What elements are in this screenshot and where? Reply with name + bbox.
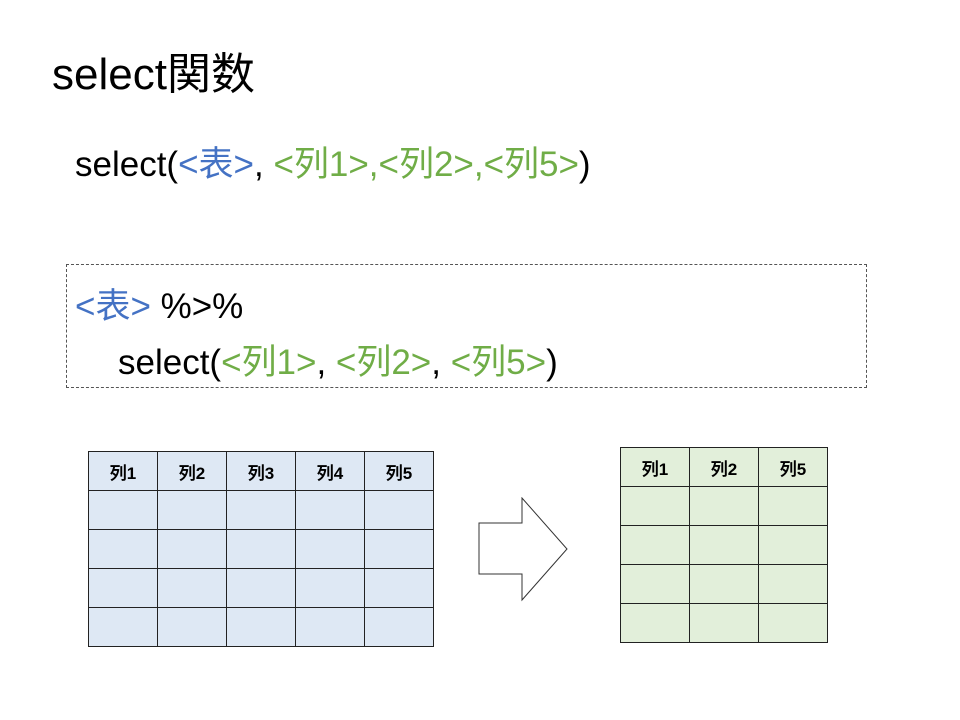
table-cell: [295, 607, 365, 647]
table-cell: [364, 607, 434, 647]
syntax-table: <表>: [178, 145, 254, 184]
pipe-line-2: select(<列1>, <列2>, <列5>): [118, 334, 558, 385]
syntax-sep: ,: [253, 145, 274, 184]
table-cell: [88, 490, 158, 530]
table-cell: [364, 568, 434, 608]
table-row: [620, 603, 828, 643]
column-header: 列4: [295, 451, 365, 491]
table-cell: [758, 603, 828, 643]
table-cell: [157, 529, 227, 569]
pipe-table: <表>: [75, 287, 151, 326]
table-row: [620, 486, 828, 526]
table-cell: [88, 529, 158, 569]
table-cell: [88, 607, 158, 647]
pipe-sep: ,: [431, 343, 451, 382]
table-row: [88, 568, 434, 608]
table-cell: [157, 568, 227, 608]
table-cell: [226, 568, 296, 608]
syntax-prefix: select(: [75, 145, 179, 184]
table-row: [88, 607, 434, 647]
table-cell: [620, 603, 690, 643]
right-arrow-icon: [478, 497, 568, 602]
table-cell: [758, 564, 828, 604]
table-cell: [226, 607, 296, 647]
pipe-col2: <列2>: [335, 343, 432, 382]
table-cell: [364, 529, 434, 569]
column-header: 列2: [157, 451, 227, 491]
column-header: 列3: [226, 451, 296, 491]
syntax-cols: <列1>,<列2>,<列5>: [273, 145, 579, 184]
pipe-col5: <列5>: [450, 343, 547, 382]
table-row: [88, 529, 434, 569]
table-cell: [620, 564, 690, 604]
pipe-sep: ,: [316, 343, 336, 382]
pipe-col1: <列1>: [221, 343, 317, 382]
column-header: 列5: [364, 451, 434, 491]
table-cell: [689, 525, 759, 565]
table-cell: [157, 607, 227, 647]
table-cell: [620, 525, 690, 565]
table-cell: [295, 568, 365, 608]
table-row: [88, 490, 434, 530]
table-cell: [364, 490, 434, 530]
table-cell: [758, 486, 828, 526]
table-cell: [689, 603, 759, 643]
column-header: 列1: [88, 451, 158, 491]
syntax-suffix: ): [578, 145, 591, 184]
column-header: 列1: [620, 447, 690, 487]
pipe-suffix: ): [546, 343, 558, 382]
table-cell: [157, 490, 227, 530]
pipe-code-box: [66, 264, 867, 388]
table-cell: [226, 490, 296, 530]
table-row: [620, 525, 828, 565]
pipe-call: select(: [118, 343, 222, 382]
pipe-line-1: <表> %>%: [75, 278, 243, 329]
page-title: select関数: [52, 50, 255, 99]
table-cell: [295, 529, 365, 569]
syntax-line: select(<表>, <列1>,<列2>,<列5>): [75, 136, 591, 187]
column-header: 列5: [758, 447, 828, 487]
table-cell: [226, 529, 296, 569]
table-row: [620, 564, 828, 604]
pipe-op: %>%: [150, 287, 244, 326]
column-header: 列2: [689, 447, 759, 487]
table-cell: [689, 486, 759, 526]
table-cell: [295, 490, 365, 530]
table-cell: [758, 525, 828, 565]
table-cell: [620, 486, 690, 526]
table-cell: [689, 564, 759, 604]
table-cell: [88, 568, 158, 608]
